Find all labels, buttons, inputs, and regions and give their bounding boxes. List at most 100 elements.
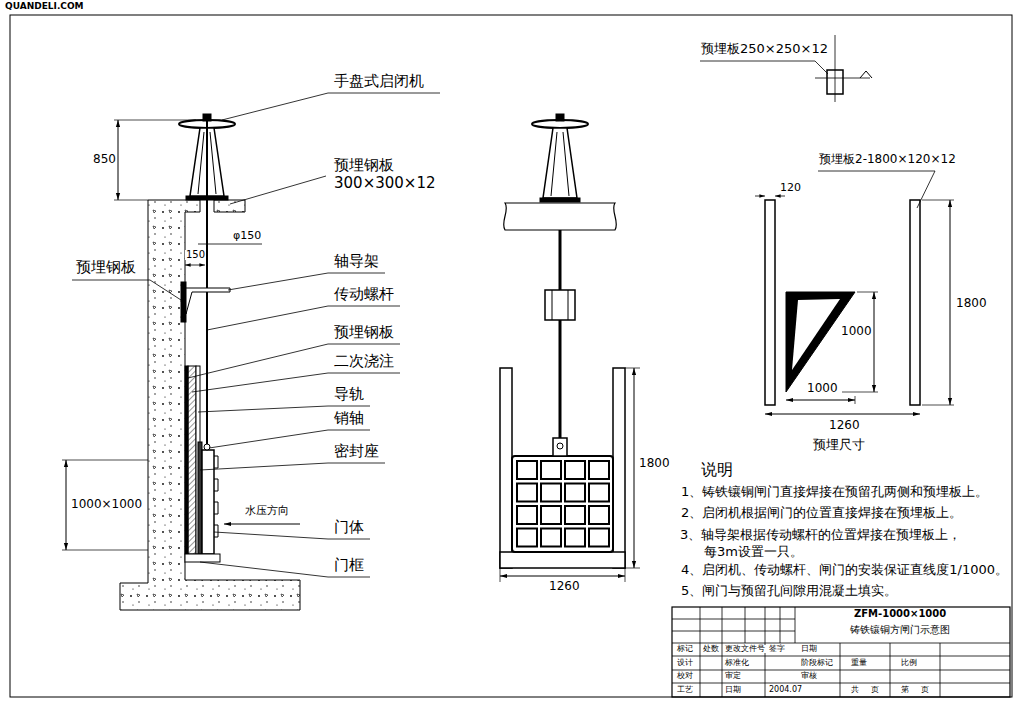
title-block-cell: 校对 (676, 672, 694, 680)
part-label: 密封座 (333, 442, 380, 460)
title-block-cell: 第 (900, 686, 910, 694)
drive-screw (206, 118, 208, 444)
opening-shape-inner (792, 299, 840, 370)
title-block-cell: 比例 (900, 659, 918, 667)
water-pressure-arrow (224, 524, 300, 525)
title-block-grid (672, 607, 795, 643)
extension-line (842, 392, 878, 393)
drive-screw (559, 230, 562, 440)
shaft-guide (186, 288, 230, 314)
title-block-cell: 标准化 (724, 659, 750, 667)
pedestal-line (210, 132, 216, 194)
extension-line (922, 200, 954, 201)
concrete-wall (120, 200, 300, 610)
direction-label: 水压方向 (244, 504, 290, 517)
part-label: 预埋钢板 (333, 323, 395, 341)
title-block-grid (700, 643, 940, 697)
part-label: 导轨 (333, 385, 365, 403)
extension-line (857, 292, 878, 293)
leader-line (222, 93, 440, 120)
dimension-line (66, 460, 67, 550)
embedded-plate-symbol (827, 70, 843, 94)
part-label: 预埋板250×250×12 (700, 41, 829, 57)
note: 3、轴导架根据传动螺杆的位置焊接在预埋板上， 每3m设置一只。 (680, 526, 967, 560)
note: 4、启闭机、传动螺杆、闸门的安装保证直线度1/1000。 (680, 562, 1009, 578)
title-block-cell: 页 (870, 686, 880, 694)
extension-line (625, 368, 640, 369)
pedestal-line (563, 132, 569, 196)
opening-shape (786, 292, 855, 392)
watermark: QUANDELI.COM (4, 2, 85, 11)
extension-line (500, 568, 501, 582)
guide-line (568, 290, 569, 320)
leader-line (192, 373, 400, 392)
secondary-grout (188, 366, 196, 554)
title-block-frame (672, 607, 1010, 697)
gate-ribs (214, 456, 218, 537)
dimension-line (765, 414, 920, 415)
dimension-line (185, 265, 205, 266)
note: 1、铸铁镶铜闸门直接焊接在预留孔两侧和预埋板上。 (680, 484, 989, 500)
lifting-lug (553, 438, 567, 456)
title-block-cell: 设计 (676, 659, 694, 667)
pedestal-line (198, 132, 204, 194)
part-label: 门体 (333, 518, 365, 536)
title-block (672, 607, 1010, 697)
dimension-line (118, 120, 119, 200)
part-label: 销轴 (333, 409, 365, 427)
embedded-plate (181, 282, 186, 322)
title-block-cell: 工艺 (676, 686, 694, 694)
extension-line (625, 568, 640, 569)
title-block-cell: 审核 (800, 672, 818, 680)
leader-line (818, 171, 935, 208)
part-label: 轴导架 (333, 252, 380, 270)
weld-symbol (860, 71, 872, 78)
dimension: 150 (185, 250, 206, 260)
embedment-view (700, 35, 954, 414)
extension-line (855, 396, 856, 404)
shaft-guide (545, 290, 575, 320)
center-line (835, 35, 836, 102)
leader-line (198, 244, 262, 245)
title-block-cell: 阶段标记 (800, 659, 834, 667)
gate-body (202, 450, 214, 554)
dimension-line (786, 400, 855, 401)
concrete-slab (214, 200, 245, 212)
dimension: 1800 (638, 456, 671, 470)
gate-body (512, 456, 613, 552)
pedestal-line (551, 132, 557, 196)
part-label: 预埋钢板 (75, 258, 137, 276)
title-block-cell: 共 (850, 686, 860, 694)
dimension-line (874, 292, 875, 392)
section-view (62, 93, 440, 610)
dimension: 1000×1000 (70, 497, 143, 511)
dimension-line (500, 576, 625, 577)
title-block-cell: 审定 (724, 672, 742, 680)
dimension-line (755, 196, 765, 197)
note: 2、启闭机根据闸门的位置直接焊接在预埋板上。 (680, 505, 963, 521)
leader-line (700, 61, 828, 74)
embedded-plate-strip (765, 200, 775, 405)
extension-line (114, 120, 196, 121)
dimension: 1260 (828, 418, 861, 432)
title-block-cell: 签字 (768, 645, 786, 653)
extension-line (922, 405, 954, 406)
pin (557, 443, 563, 449)
front-view (500, 114, 640, 582)
dimension-line (634, 368, 635, 568)
gate-frame-sill (500, 552, 625, 568)
extension-line (62, 550, 148, 551)
part-label: 二次浇注 (333, 352, 395, 370)
title-block-cell: 页 (920, 686, 930, 694)
part-label: 门框 (333, 556, 365, 574)
dimension: φ150 (232, 229, 262, 242)
title-block-cell: 标记 (676, 645, 694, 653)
title-block-cell: 日期 (724, 686, 742, 694)
sheet-border (10, 15, 1012, 697)
dimension: 1800 (955, 296, 988, 310)
gate-frame-rail (500, 368, 512, 568)
dimension: 1260 (548, 579, 581, 593)
part-label: 预埋钢板 300×300×12 (333, 156, 440, 192)
gate-ribs (517, 461, 609, 547)
